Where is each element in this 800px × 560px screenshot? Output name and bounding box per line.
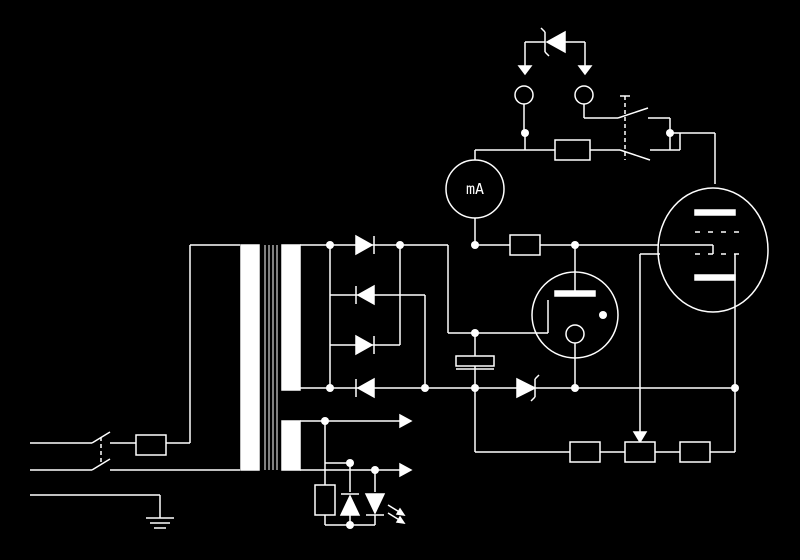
transformer-icon <box>240 244 301 471</box>
anode-wiring <box>471 129 660 256</box>
mains-switch-icon <box>30 431 240 471</box>
tuning-eye-tube-icon <box>530 245 619 392</box>
diode-bridge-icon <box>300 234 735 399</box>
ground-icon <box>146 517 174 529</box>
b-plus-rail <box>400 244 530 452</box>
zener-diode-icon <box>516 374 540 402</box>
milliammeter-icon: mA <box>445 150 505 245</box>
relay-contact-icon <box>617 95 716 184</box>
probe-resistor <box>525 139 620 161</box>
fuse-icon <box>135 434 190 456</box>
mains-wiring <box>30 244 240 518</box>
probe-terminal-icon <box>514 41 618 133</box>
zener-diode-icon <box>540 27 566 57</box>
meter-unit-label: mA <box>466 180 484 198</box>
low-voltage-output <box>300 413 413 529</box>
capacitor-icon <box>455 355 495 370</box>
triode-tube-icon <box>632 187 769 444</box>
led-icon <box>339 493 406 525</box>
potentiometer-icon <box>475 388 736 463</box>
